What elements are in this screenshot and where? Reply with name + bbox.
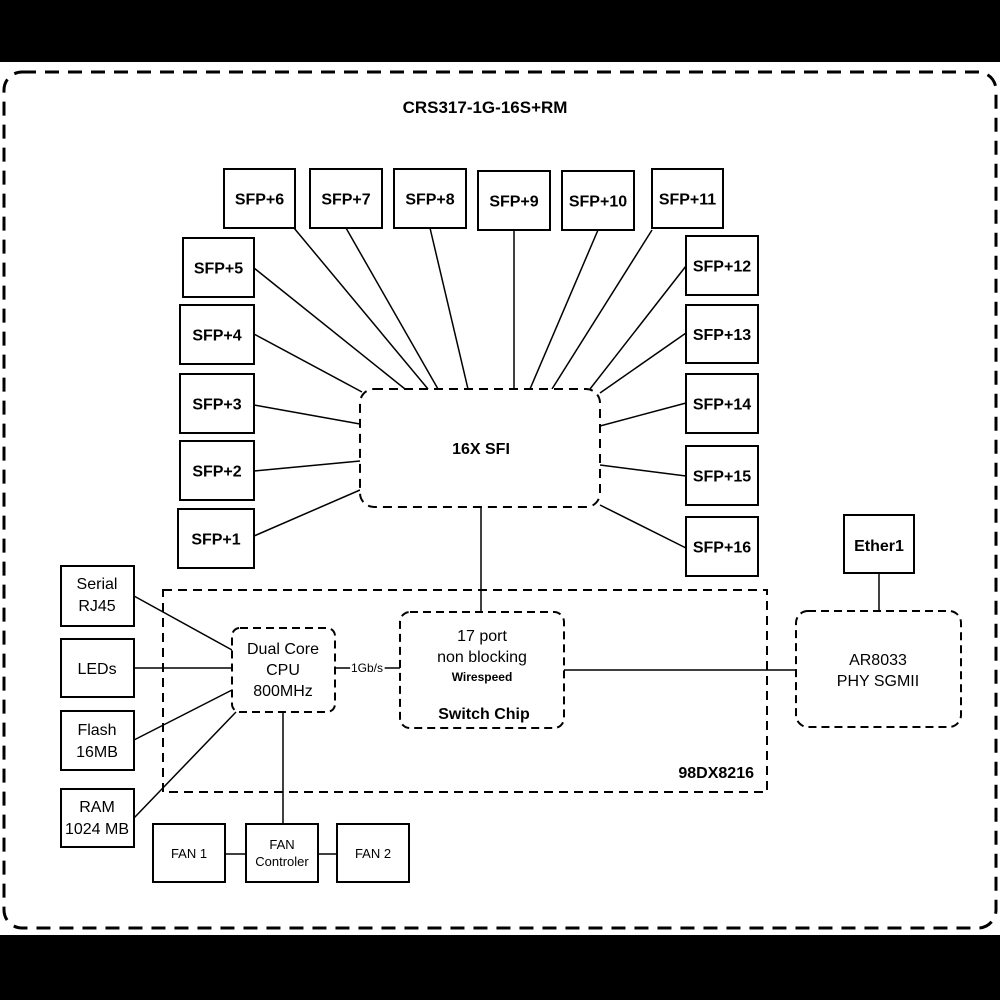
fan2-label: FAN 2 <box>355 846 391 861</box>
sfi-block <box>359 388 601 508</box>
leds-label: LEDs <box>77 661 116 678</box>
sfp-port-3-box <box>179 373 255 434</box>
sfp-port-6-label: SFP+6 <box>235 192 284 209</box>
ether1-port <box>843 514 915 574</box>
sfp-port-4-box <box>179 304 255 365</box>
sfp-port-6-box <box>223 168 296 229</box>
sfp-port-4-label: SFP+4 <box>192 328 241 345</box>
switch-chip-line-3: Wirespeed <box>452 670 513 684</box>
phy-line-2: PHY SGMII <box>837 673 919 690</box>
sfp-port-11-box <box>651 168 724 229</box>
cpu-block <box>231 627 336 713</box>
sfp-port-10-box <box>561 170 635 231</box>
ram-line-1: RAM <box>79 799 115 816</box>
sfp-port-13-box <box>685 304 759 364</box>
sfp-port-5-box <box>182 237 255 298</box>
sfp-port-13-label: SFP+13 <box>693 327 751 344</box>
diagram-title: CRS317-1G-16S+RM <box>403 98 568 117</box>
sfp-port-16-label: SFP+16 <box>693 540 751 557</box>
cpu-line-1: Dual Core <box>247 641 319 658</box>
fan-controller-line-2: Controler <box>255 854 309 869</box>
phy-block <box>795 610 962 728</box>
soc-label: 98DX8216 <box>678 765 754 782</box>
device-outline <box>2 70 998 930</box>
sfp-port-3-label: SFP+3 <box>192 397 241 414</box>
sfp-port-15-label: SFP+15 <box>693 469 751 486</box>
fan-controller-box <box>245 823 319 883</box>
flash-to-cpu-line <box>133 689 233 741</box>
sfp-port-2-box <box>179 440 255 501</box>
ram-to-cpu-line <box>133 711 237 819</box>
sfp-port-12-box <box>685 235 759 296</box>
cpu-link-label: 1Gb/s <box>351 661 383 675</box>
flash-line-1: Flash <box>77 722 116 739</box>
sfp-port-16-box <box>685 516 759 577</box>
fan-controller-line-1: FAN <box>269 837 294 852</box>
sfp-port-12-label: SFP+12 <box>693 259 751 276</box>
soc-block <box>162 589 768 793</box>
serial-to-cpu-line <box>133 595 233 651</box>
sfp-port-8-label: SFP+8 <box>405 192 454 209</box>
leds-box <box>60 638 135 698</box>
serial-line-2: RJ45 <box>78 598 115 615</box>
internal-connections <box>133 506 880 855</box>
sfp-port-7-label: SFP+7 <box>321 192 370 209</box>
phy-line-1: AR8033 <box>849 652 907 669</box>
ram-line-2: 1024 MB <box>65 821 129 838</box>
fan1-label: FAN 1 <box>171 846 207 861</box>
switch-chip-block <box>399 611 565 729</box>
cpu-line-3: 800MHz <box>253 683 313 700</box>
sfp-port-2-label: SFP+2 <box>192 464 241 481</box>
flash-box <box>60 710 135 771</box>
fan2-box <box>336 823 410 883</box>
sfi-label: 16X SFI <box>452 441 510 458</box>
fan1-box <box>152 823 226 883</box>
switch-chip-line-4: Switch Chip <box>438 706 530 723</box>
sfp-connections <box>253 227 687 549</box>
switch-chip-line-2: non blocking <box>437 649 527 666</box>
sfp-port-9-label: SFP+9 <box>489 194 538 211</box>
flash-line-2: 16MB <box>76 744 118 761</box>
sfp-port-14-box <box>685 373 759 434</box>
sfp-port-7-box <box>309 168 383 229</box>
ram-box <box>60 788 135 848</box>
cpu-line-2: CPU <box>266 662 300 679</box>
sfp-port-11-label: SFP+11 <box>659 192 716 209</box>
sfp-port-5-label: SFP+5 <box>194 261 243 278</box>
serial-line-1: Serial <box>77 576 118 593</box>
switch-chip-line-1: 17 port <box>457 628 507 645</box>
sfp-port-9-box <box>477 170 551 231</box>
ether1-label: Ether1 <box>854 538 904 555</box>
sfp-port-1-box <box>177 508 255 569</box>
serial-rj45-box <box>60 565 135 627</box>
sfp-port-15-box <box>685 445 759 506</box>
sfp-port-group: SFP+1 SFP+2 SFP+3 SFP+4 SFP+5 SFP+6 SFP+7 SFP+8… <box>177 168 759 577</box>
sfp-port-10-label: SFP+10 <box>569 194 627 211</box>
sfp-port-8-box <box>393 168 467 229</box>
sfp-port-14-label: SFP+14 <box>693 397 751 414</box>
sfp-port-1-label: SFP+1 <box>191 532 240 549</box>
